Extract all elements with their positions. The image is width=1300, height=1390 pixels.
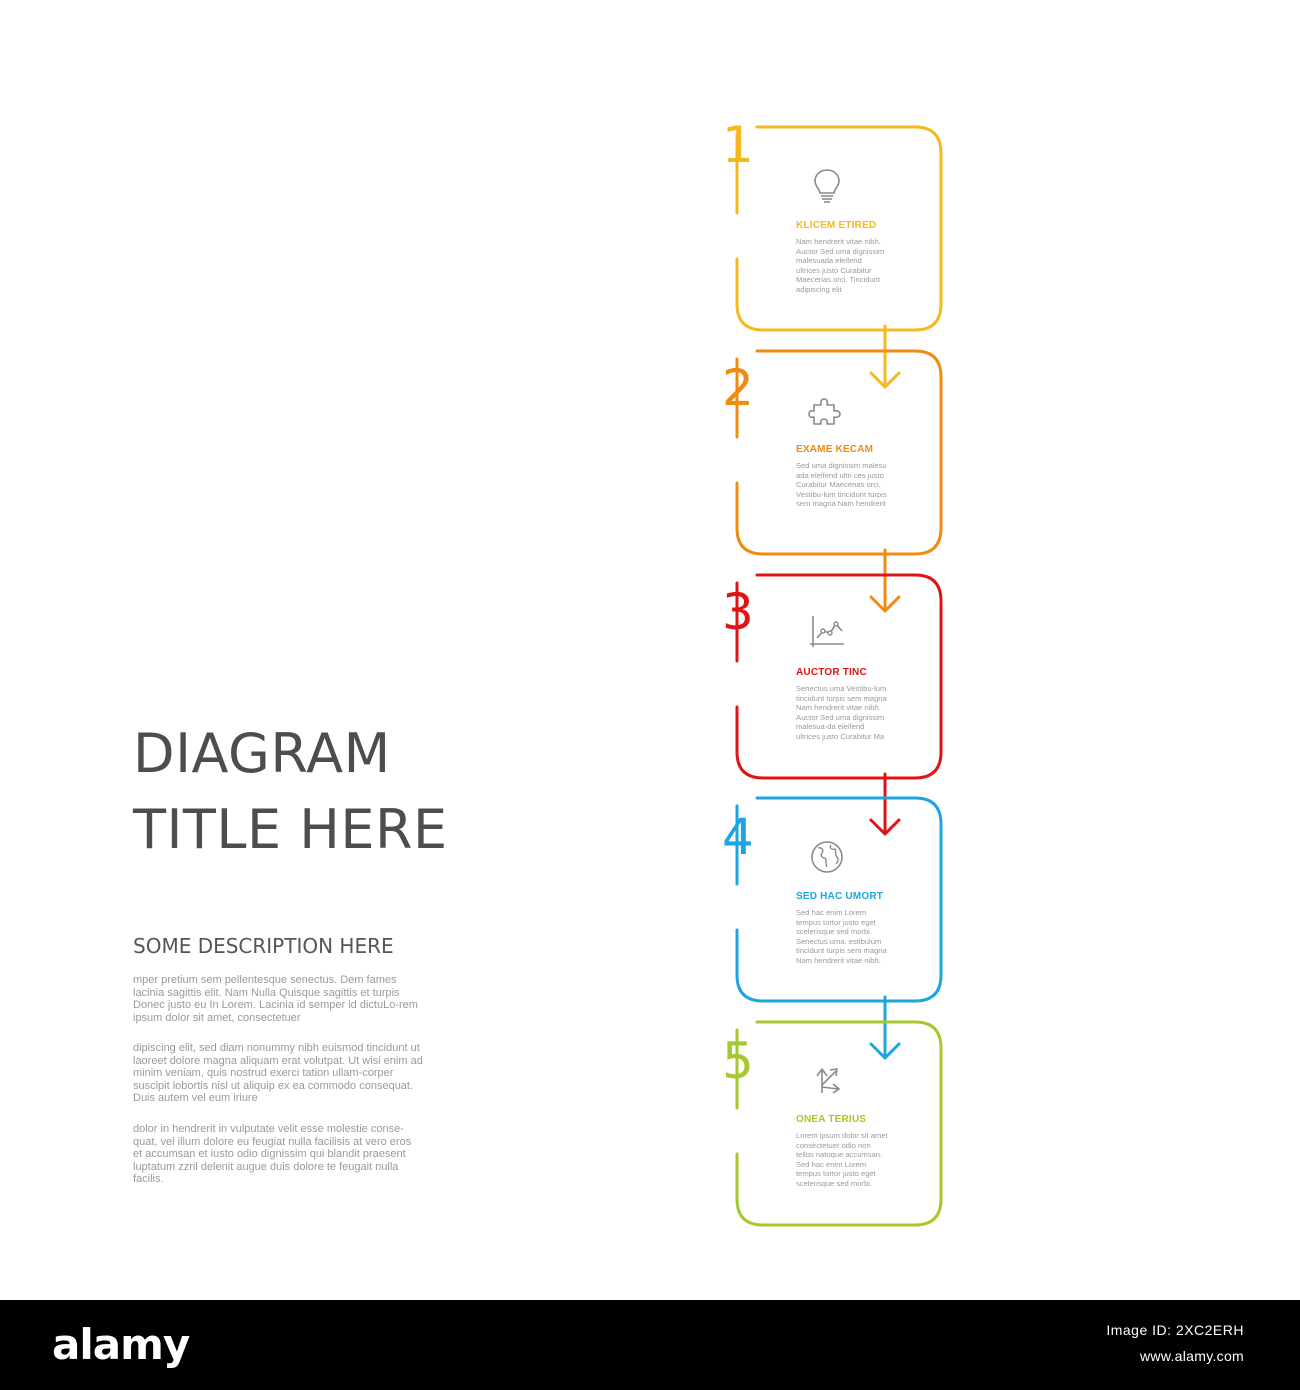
watermark-footer: alamy Image ID: 2XC2ERH www.alamy.com bbox=[0, 1300, 1300, 1390]
step-outlines bbox=[735, 125, 943, 1227]
image-id: Image ID: 2XC2ERH bbox=[1106, 1322, 1244, 1338]
lightbulb-icon bbox=[814, 169, 840, 203]
connector-arrow-2 bbox=[869, 548, 901, 613]
connector-arrow-3 bbox=[869, 772, 901, 836]
description-paragraph-3: dolor in hendrerit in vulputate velit es… bbox=[133, 1123, 412, 1186]
description-paragraph-1: mper pretium sem pellentesque senectus. … bbox=[133, 974, 418, 1024]
site-url: www.alamy.com bbox=[1140, 1348, 1244, 1364]
step-description: Sed uma dignissim malesu ada eleifend ul… bbox=[796, 461, 887, 509]
step-description: Lorem ipsum dolor sit amet consectetuer … bbox=[796, 1131, 888, 1188]
step-title: EXAME KECAM bbox=[796, 444, 874, 455]
step-1-outline bbox=[735, 125, 943, 332]
step-5-outline bbox=[735, 1020, 943, 1227]
alamy-logo: alamy bbox=[52, 1320, 190, 1369]
step-number: 3 bbox=[722, 583, 754, 641]
globe-icon bbox=[811, 841, 843, 873]
chart-icon bbox=[810, 616, 844, 647]
step-number: 5 bbox=[722, 1032, 754, 1090]
page-title: DIAGRAM TITLE HERE bbox=[133, 716, 448, 868]
diagram-canvas: DIAGRAM TITLE HERE SOME DESCRIPTION HERE… bbox=[133, 116, 943, 1227]
step-description: Sed hac enim Lorem tempus tortor justo e… bbox=[796, 908, 887, 965]
step-title: ONEA TERIUS bbox=[796, 1114, 867, 1125]
step-3-outline bbox=[735, 573, 943, 780]
step-number: 1 bbox=[722, 116, 754, 174]
title-line-2: TITLE HERE bbox=[133, 798, 448, 861]
connector-arrow-4 bbox=[869, 995, 901, 1060]
step-2-outline bbox=[735, 349, 943, 556]
step-title: KLICEM ETIRED bbox=[796, 220, 877, 231]
description-heading: SOME DESCRIPTION HERE bbox=[133, 934, 394, 958]
step-title: SED HAC UMORT bbox=[796, 891, 884, 902]
title-line-1: DIAGRAM bbox=[133, 722, 391, 785]
step-description: Senectus uma Vestibu-lum tincidunt turpi… bbox=[796, 684, 887, 741]
puzzle-icon bbox=[808, 398, 841, 425]
step-description: Nam hendrerit vitae nibh. Auctor Sed uma… bbox=[796, 237, 885, 294]
arrows-icon bbox=[816, 1068, 840, 1094]
connector-arrow-1 bbox=[869, 324, 901, 389]
step-number: 2 bbox=[722, 359, 754, 417]
step-number: 4 bbox=[722, 808, 754, 866]
step-4-outline bbox=[735, 796, 943, 1003]
step-title: AUCTOR TINC bbox=[796, 667, 867, 678]
description-paragraph-2: dipiscing elit, sed diam nonummy nibh eu… bbox=[133, 1042, 423, 1105]
